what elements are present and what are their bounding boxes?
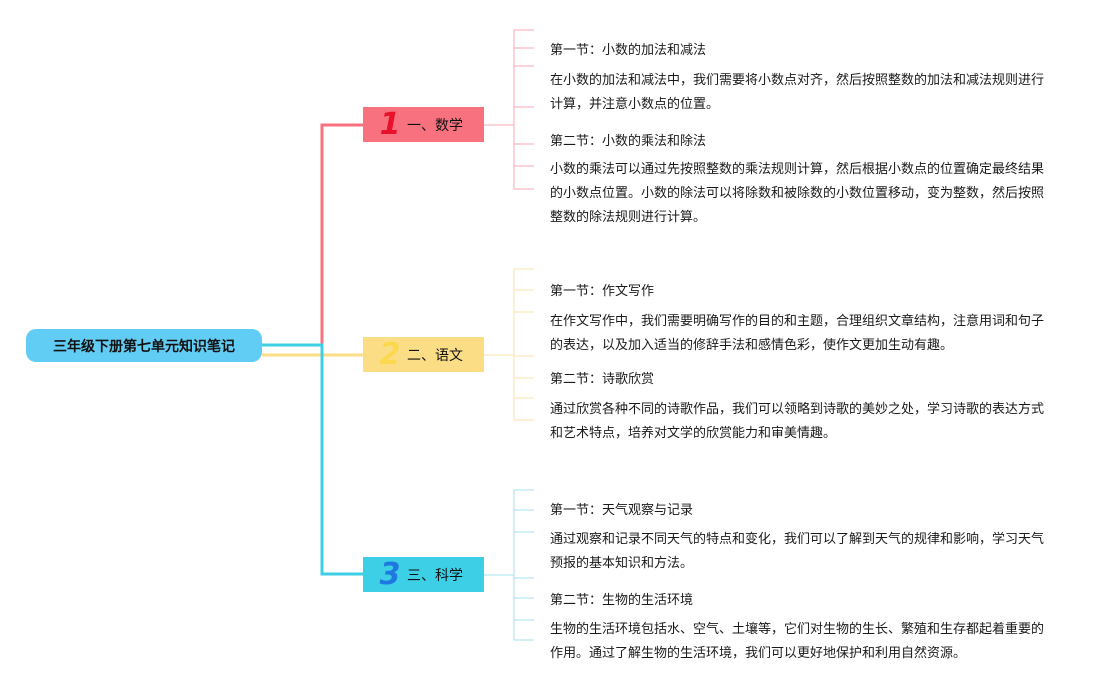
- math-subtree-lines: [484, 29, 534, 190]
- science-section-2-body: 生物的生活环境包括水、空气、土壤等，它们对生物的生长、繁殖和生存都起着重要的作用…: [550, 622, 1045, 661]
- number-two-icon: 2: [379, 337, 401, 372]
- chinese-section-1-title[interactable]: 第一节：作文写作: [550, 284, 655, 299]
- branch-science[interactable]: 3 三、科学: [363, 557, 484, 592]
- math-section-2-title[interactable]: 第二节：小数的乘法和除法: [550, 134, 707, 149]
- branch-science-label: 三、科学: [407, 567, 463, 584]
- root-node[interactable]: 三年级下册第七单元知识笔记: [26, 329, 262, 362]
- math-section-1-body: 在小数的加法和减法中，我们需要将小数点对齐，然后按照整数的加法和减法规则进行计算…: [550, 73, 1045, 112]
- math-section-2-body: 小数的乘法可以通过先按照整数的乘法规则计算，然后根据小数点的位置确定最终结果的小…: [550, 162, 1045, 225]
- link-root-science: [262, 343, 363, 576]
- branch-chinese[interactable]: 2 二、语文: [363, 337, 484, 372]
- science-subtree-lines: [484, 489, 534, 641]
- math-section-1-title[interactable]: 第一节：小数的加法和减法: [550, 43, 707, 58]
- chinese-section-1-body: 在作文写作中，我们需要明确写作的目的和主题，合理组织文章结构，注意用词和句子的表…: [550, 314, 1045, 353]
- branch-chinese-label: 二、语文: [407, 347, 463, 364]
- science-section-1-title[interactable]: 第一节：天气观察与记录: [550, 503, 694, 518]
- chinese-section-2-title[interactable]: 第二节：诗歌欣赏: [550, 372, 655, 387]
- number-three-icon: 3: [379, 557, 401, 592]
- root-label: 三年级下册第七单元知识笔记: [53, 338, 235, 355]
- branch-math[interactable]: 1 一、数学: [363, 107, 484, 142]
- chinese-subtree-lines: [484, 268, 534, 421]
- number-one-icon: 1: [379, 107, 401, 142]
- link-root-math: [262, 123, 363, 347]
- branch-math-label: 一、数学: [407, 117, 463, 134]
- chinese-section-2-body: 通过欣赏各种不同的诗歌作品，我们可以领略到诗歌的美妙之处，学习诗歌的表达方式和艺…: [550, 402, 1045, 441]
- science-section-2-title[interactable]: 第二节：生物的生活环境: [550, 593, 694, 608]
- science-section-1-body: 通过观察和记录不同天气的特点和变化，我们可以了解到天气的规律和影响，学习天气预报…: [550, 532, 1045, 571]
